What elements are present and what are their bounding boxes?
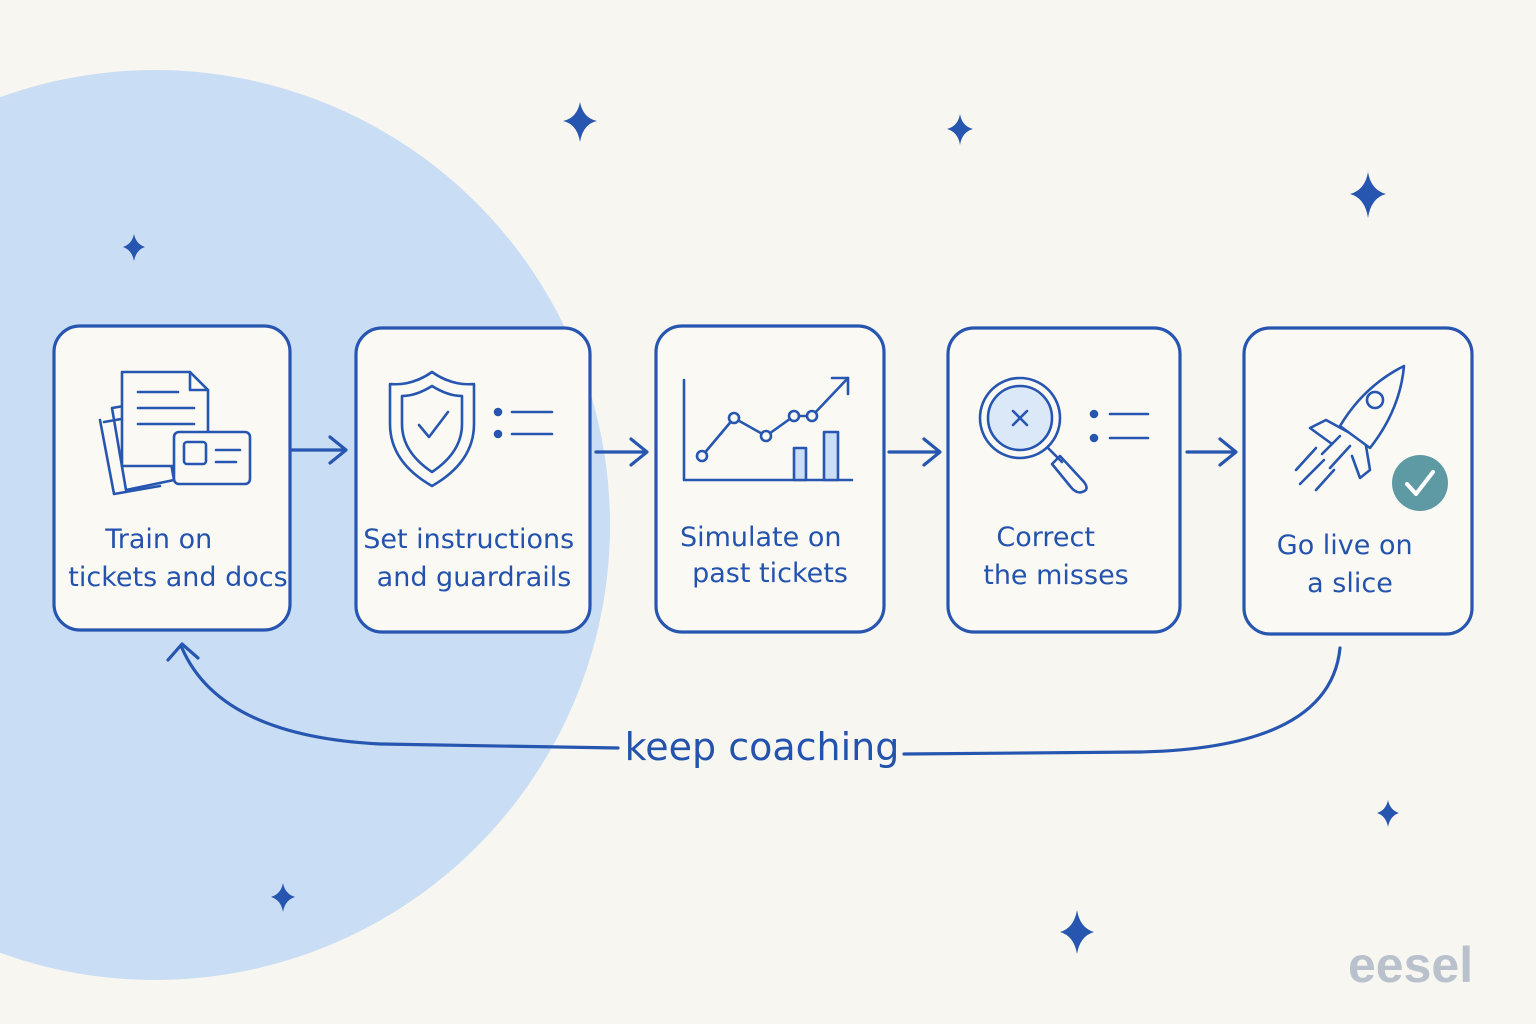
sparkle-icon <box>1377 800 1399 827</box>
sparkle-icon <box>123 234 145 261</box>
step-label-instructions: Set instructions and guardrails <box>363 524 583 593</box>
sparkle-decorations <box>123 102 1399 954</box>
line-chart-icon <box>682 376 854 482</box>
feedback-loop-arrow <box>166 642 1342 756</box>
documents-icon <box>98 370 252 496</box>
check-badge-icon <box>1392 455 1448 511</box>
step-box-train <box>52 324 292 632</box>
sparkle-icon <box>1350 172 1386 218</box>
step-label-train: Train on tickets and docs <box>68 524 287 593</box>
step-label-simulate: Simulate on past tickets <box>680 522 850 589</box>
rocket-icon <box>1294 364 1406 492</box>
sparkle-icon <box>1060 910 1094 954</box>
sparkle-icon <box>563 102 597 142</box>
magnifier-x-icon <box>978 376 1150 494</box>
brand-logo: eesel <box>1348 937 1473 993</box>
sparkle-icon <box>271 883 295 912</box>
step-label-go-live: Go live on a slice <box>1277 530 1421 599</box>
arrow-1 <box>290 435 348 465</box>
loop-label: keep coaching <box>625 725 900 769</box>
arrow-2 <box>594 437 649 467</box>
step-box-instructions <box>354 326 592 634</box>
arrow-4 <box>1185 437 1238 467</box>
step-box-go-live <box>1242 326 1474 636</box>
step-label-correct: Correct the misses <box>983 522 1129 591</box>
shield-check-icon <box>388 370 554 488</box>
background-circle <box>0 70 610 980</box>
arrow-3 <box>887 437 942 467</box>
sparkle-icon <box>947 114 973 145</box>
